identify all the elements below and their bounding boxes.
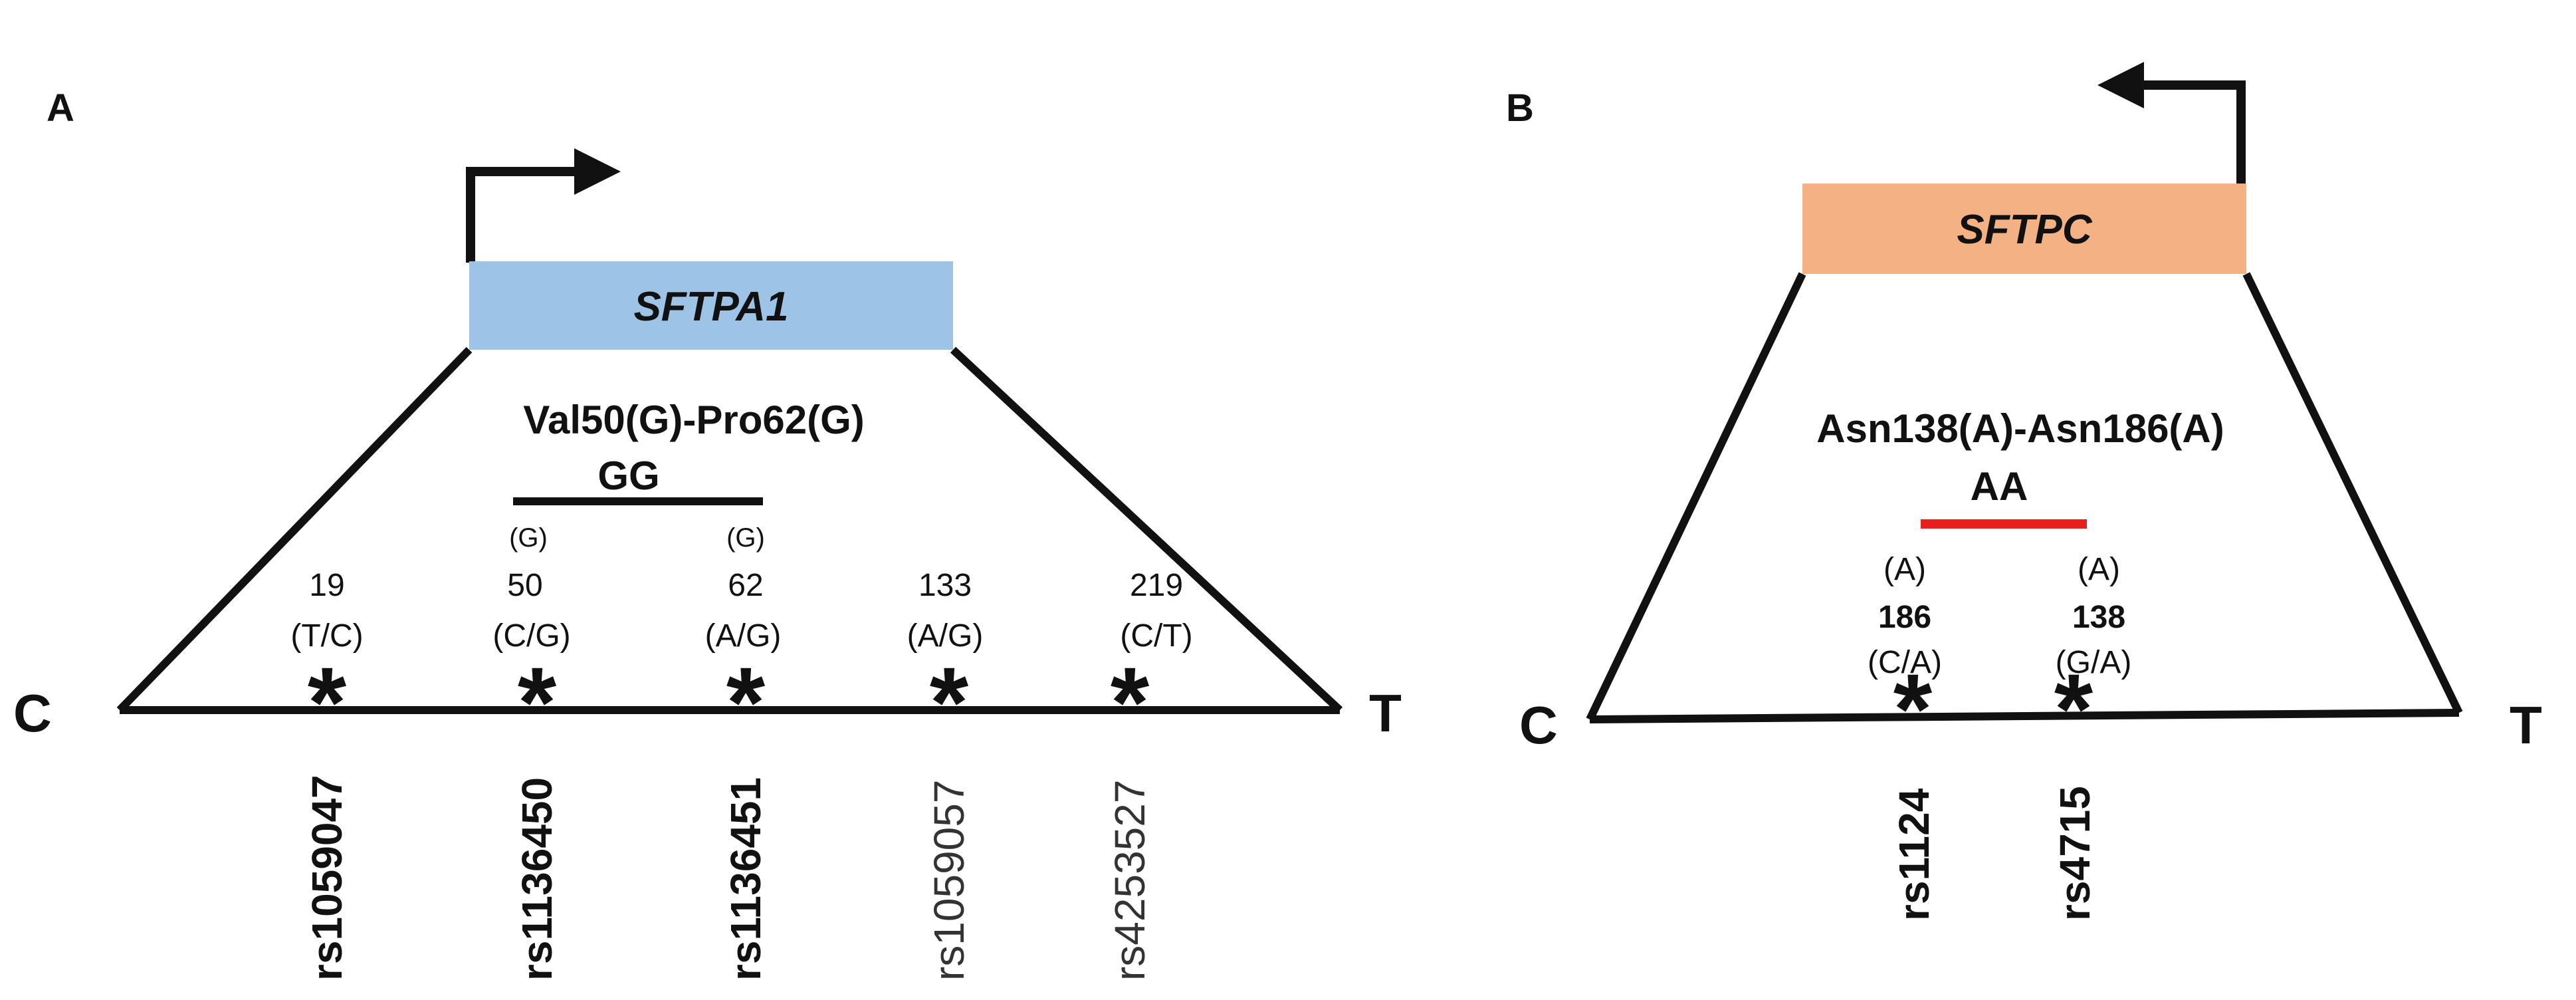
- panel-a-label: A: [47, 86, 74, 130]
- panel-b-trapezoid-left: [1586, 272, 1806, 721]
- sftpa1-gene-box: [469, 261, 953, 350]
- sftpc-gene-box: [1802, 184, 2246, 274]
- panel-a-haplotype-name: Val50(G)-Pro62(G): [523, 398, 865, 442]
- snp-rs-id: rs1124: [1890, 788, 1938, 921]
- snp-asterisk: *: [308, 646, 347, 758]
- panel-a-snp-5: 219 (C/T) * rs4253527: [1106, 568, 1193, 981]
- panel-b-snp-1: (A) 186 (C/A) * rs1124: [1868, 552, 1942, 921]
- snp-allele-change: (T/C): [290, 618, 363, 654]
- panel-a-end-right: T: [1369, 684, 1402, 743]
- sftpc-gene-label: SFTPC: [1957, 207, 2092, 253]
- snp-asterisk: *: [726, 646, 766, 758]
- panel-a: A SFTPA1 C T Val50(G)-Pro62(G) GG 19 (T/…: [13, 86, 1402, 981]
- panel-b-trapezoid-right: [2242, 272, 2463, 715]
- snp-codon: 186: [1878, 600, 1931, 635]
- snp-rs-id: rs1059057: [925, 780, 973, 981]
- panel-b-snp-2: (A) 138 (G/A) * rs4715: [2051, 552, 2131, 921]
- panel-a-trapezoid-right: [950, 346, 1343, 713]
- panel-b-transcription-arrow: [2097, 62, 2246, 185]
- snp-rs-id: rs4715: [2051, 786, 2099, 921]
- snp-codon: 133: [918, 568, 972, 603]
- snp-asterisk: *: [2054, 653, 2093, 765]
- panel-b: B SFTPC C T Asn138(A)-Asn186(A) AA (A) 1…: [1506, 62, 2542, 921]
- snp-codon: 219: [1130, 568, 1183, 603]
- snp-rs-id: rs1136450: [513, 777, 561, 981]
- snp-asterisk: *: [518, 646, 557, 758]
- sftpa1-gene-label: SFTPA1: [633, 284, 788, 330]
- panel-b-haplotype-name: Asn138(A)-Asn186(A): [1816, 406, 2224, 451]
- panel-a-snp-1: 19 (T/C) * rs1059047: [290, 568, 363, 981]
- panel-b-baseline: [1589, 709, 2460, 723]
- panel-a-snp-3: (G) 62 (A/G) * rs1136451: [705, 523, 782, 981]
- panel-b-haplotype-genotype: AA: [1971, 464, 2028, 509]
- snp-haplotype-allele: (A): [1883, 552, 1926, 587]
- panel-b-label: B: [1506, 86, 1534, 130]
- panel-b-end-left: C: [1519, 695, 1558, 755]
- panel-a-haplotype-genotype: GG: [597, 453, 659, 498]
- snp-allele-change: (G/A): [2056, 645, 2132, 680]
- panel-a-trapezoid-left: [116, 346, 473, 713]
- snp-haplotype-allele: (A): [2078, 552, 2120, 587]
- panel-a-end-left: C: [13, 684, 52, 743]
- snp-codon: 62: [728, 568, 763, 603]
- snp-haplotype-allele: (G): [509, 523, 548, 553]
- snp-allele-change: (C/A): [1868, 645, 1942, 680]
- panel-a-transcription-arrow: [466, 148, 621, 263]
- panel-b-end-right: T: [2510, 695, 2542, 755]
- snp-allele-change: (C/G): [492, 618, 570, 654]
- snp-rs-id: rs1059047: [303, 775, 351, 981]
- snp-asterisk: *: [1111, 646, 1150, 758]
- snp-rs-id: rs1136451: [722, 777, 770, 981]
- snp-allele-change: (A/G): [705, 618, 782, 654]
- snp-allele-change: (A/G): [907, 618, 984, 654]
- snp-allele-change: (C/T): [1120, 618, 1192, 654]
- snp-codon: 138: [2072, 600, 2125, 635]
- snp-rs-id: rs4253527: [1106, 780, 1154, 981]
- panel-a-snp-2: (G) 50 (C/G) * rs1136450: [492, 523, 570, 981]
- snp-haplotype-allele: (G): [726, 523, 765, 553]
- snp-codon: 19: [309, 568, 344, 603]
- snp-asterisk: *: [1893, 653, 1933, 765]
- snp-codon: 50: [507, 568, 542, 603]
- snp-asterisk: *: [930, 646, 969, 758]
- panel-a-snp-4: 133 (A/G) * rs1059057: [907, 568, 984, 981]
